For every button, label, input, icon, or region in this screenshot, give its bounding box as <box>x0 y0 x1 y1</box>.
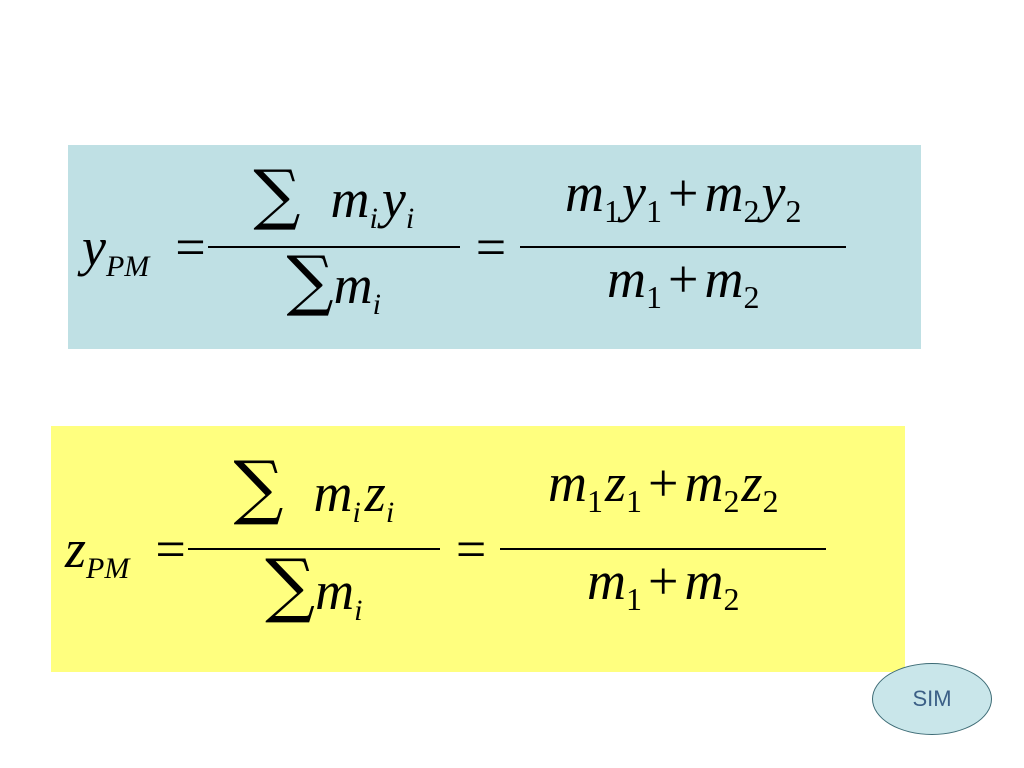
sigma-symbol: ∑ <box>253 156 301 233</box>
rhs-num-m2-sub: 2 <box>743 193 760 230</box>
num-var1: m <box>330 169 370 229</box>
sim-label: SIM <box>912 686 952 711</box>
den-sub: i <box>372 287 381 321</box>
rhs-num-m2: m <box>684 453 724 513</box>
fraction-bar <box>500 548 827 550</box>
rhs-den-m1: m <box>607 249 646 309</box>
rhs-num-m1-sub: 1 <box>587 483 604 520</box>
rhs-den-m2: m <box>704 249 744 309</box>
plus-sign: + <box>668 249 699 309</box>
plus-sign: + <box>648 551 679 611</box>
plus-sign: + <box>668 163 699 223</box>
sigma-symbol: ∑ <box>286 242 334 319</box>
rhs-num-v2-sub: 2 <box>762 483 779 520</box>
num-sub1: i <box>369 201 378 235</box>
equals-sign: = <box>175 217 206 277</box>
equals-sign: = <box>475 217 507 277</box>
rhs-den-m1-sub: 1 <box>626 581 643 618</box>
rhs-num-v2-sub: 2 <box>785 193 802 230</box>
den-sub: i <box>354 593 363 627</box>
num-sub2: i <box>405 201 415 235</box>
num-var1: m <box>313 463 353 523</box>
fraction-bar <box>187 548 440 550</box>
rhs-num-v2: y <box>761 163 786 223</box>
fraction-bar <box>520 246 847 248</box>
rhs-den-m2-sub: 2 <box>723 581 740 618</box>
num-var2: z <box>364 463 386 523</box>
equals-sign: = <box>455 519 487 579</box>
rhs-den-m2-sub: 2 <box>743 279 760 316</box>
lhs-sub: PM <box>105 249 150 283</box>
rhs-num-v1-sub: 1 <box>646 193 662 230</box>
sigma-symbol: ∑ <box>233 446 284 528</box>
rhs-den-m1-sub: 1 <box>646 279 662 316</box>
rhs-num-m1-sub: 1 <box>604 193 621 230</box>
rhs-num-m2-sub: 2 <box>723 483 740 520</box>
sim-button[interactable]: SIM <box>872 663 992 735</box>
num-var2: y <box>381 169 406 229</box>
equals-sign: = <box>155 519 186 579</box>
lhs-sub: PM <box>86 551 130 585</box>
num-sub1: i <box>352 495 361 529</box>
rhs-den-m2: m <box>684 551 724 611</box>
den-var: m <box>315 561 355 621</box>
plus-sign: + <box>648 453 679 513</box>
num-sub2: i <box>385 495 395 529</box>
rhs-num-v1: z <box>605 453 627 513</box>
rhs-den-m1: m <box>587 551 627 611</box>
den-var: m <box>333 255 373 315</box>
sigma-symbol: ∑ <box>265 544 316 626</box>
rhs-num-m2: m <box>704 163 744 223</box>
rhs-num-m1: m <box>548 453 588 513</box>
rhs-num-v1-sub: 1 <box>626 483 643 520</box>
lhs-var: y <box>82 217 106 277</box>
rhs-num-m1: m <box>565 163 605 223</box>
rhs-num-v1: y <box>622 163 646 223</box>
rhs-num-v2: z <box>741 453 763 513</box>
lhs-var: z <box>65 519 87 579</box>
fraction-bar <box>207 246 460 248</box>
